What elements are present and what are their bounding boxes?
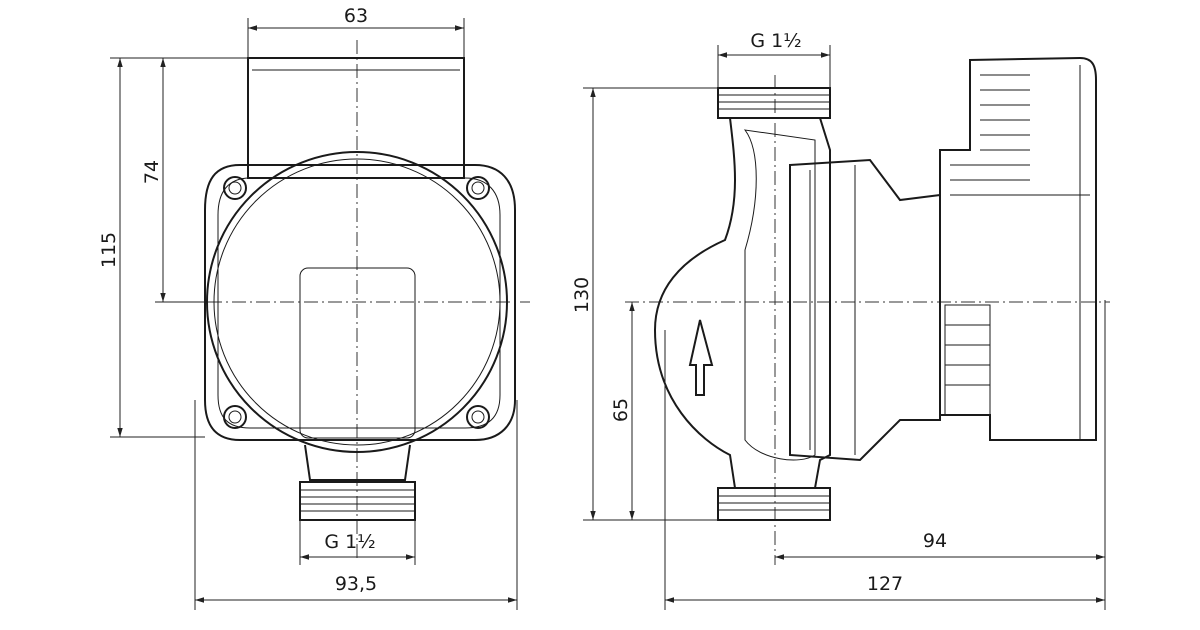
cooling-fins bbox=[944, 74, 1030, 416]
dim-115-label: 115 bbox=[98, 232, 120, 268]
front-view: 63 74 115 G 1½ 93,5 bbox=[98, 5, 530, 610]
front-thread-label: G 1½ bbox=[324, 531, 375, 553]
dim-93-5-label: 93,5 bbox=[335, 573, 377, 595]
motor-electronics-module bbox=[939, 56, 1097, 441]
dim-65-label: 65 bbox=[610, 398, 632, 422]
dim-94-label: 94 bbox=[923, 530, 947, 552]
terminal-box bbox=[247, 57, 465, 179]
pump-housing bbox=[789, 158, 941, 462]
outlet-thread bbox=[299, 481, 416, 521]
dim-127-label: 127 bbox=[867, 573, 903, 595]
dim-63-label: 63 bbox=[344, 5, 368, 27]
bolt-icon bbox=[223, 176, 490, 429]
dim-74-label: 74 bbox=[141, 160, 163, 184]
dim-130-label: 130 bbox=[571, 277, 593, 313]
inlet-thread bbox=[717, 87, 831, 119]
pump-flange-outline bbox=[204, 164, 516, 441]
side-thread-label: G 1½ bbox=[750, 30, 801, 52]
outlet-body bbox=[304, 444, 411, 481]
nameplate bbox=[299, 267, 416, 439]
pump-body bbox=[653, 117, 831, 489]
flow-direction-arrow-icon bbox=[688, 319, 714, 396]
outlet-thread bbox=[717, 487, 831, 521]
side-view: G 1½ 130 65 94 127 bbox=[571, 30, 1110, 610]
motor-housing-circle bbox=[206, 151, 508, 453]
